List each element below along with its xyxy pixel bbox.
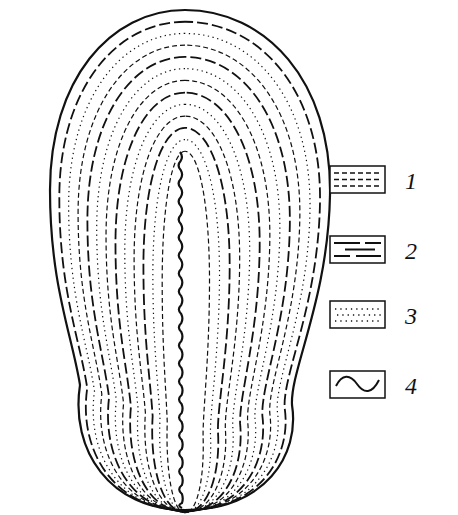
growth-layer	[125, 104, 250, 512]
growth-layer	[134, 116, 240, 512]
growth-layer	[87, 57, 289, 511]
swatch-dots	[335, 309, 381, 321]
legend-number: 3	[405, 304, 417, 328]
growth-layer	[162, 151, 209, 513]
swatch-short-dash	[334, 173, 381, 186]
growth-layer	[69, 33, 310, 510]
legend-number: 1	[405, 169, 417, 193]
body-outline	[50, 10, 330, 510]
growth-layer	[153, 140, 220, 513]
concentric-layers	[59, 22, 320, 513]
growth-layer	[115, 93, 259, 512]
growth-layer	[143, 128, 229, 513]
growth-layer	[106, 80, 270, 511]
growth-layer	[97, 69, 280, 512]
growth-layer	[59, 22, 320, 511]
legend-swatch	[330, 301, 385, 328]
swatch-long-dash	[334, 243, 381, 256]
swatch-wave	[336, 377, 379, 391]
wavy-suture	[179, 152, 183, 508]
legend-swatches	[330, 166, 385, 398]
legend-swatch	[330, 371, 385, 398]
legend-swatch	[330, 236, 385, 263]
legend-swatch	[330, 166, 385, 193]
legend-number: 4	[405, 374, 417, 398]
legend-number: 2	[405, 239, 417, 263]
growth-layer	[78, 45, 300, 511]
